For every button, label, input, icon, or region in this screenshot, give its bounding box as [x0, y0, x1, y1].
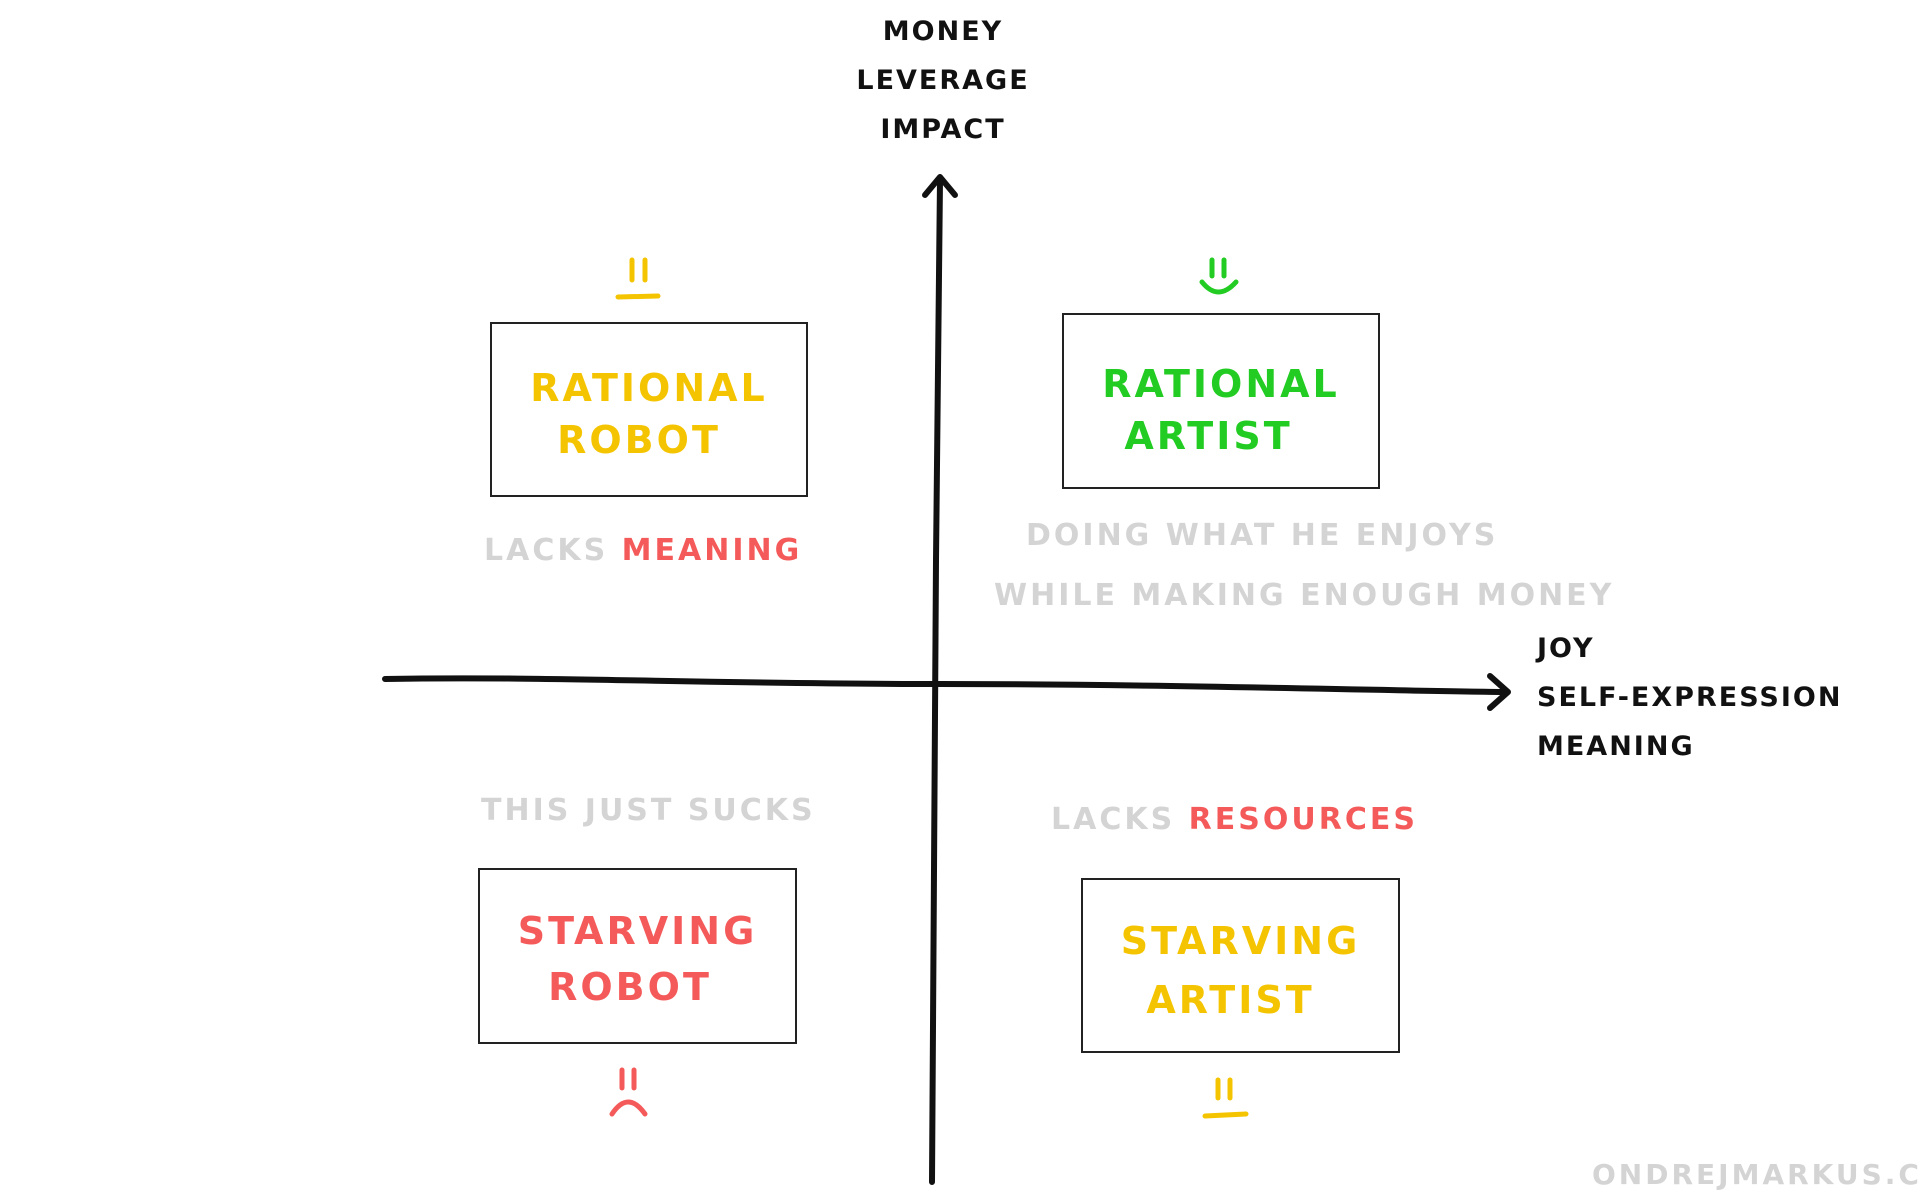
- box-title: RATIONAL: [1102, 362, 1340, 406]
- label-line: SELF-EXPRESSION: [1537, 682, 1843, 713]
- x-axis-label: JOY SELF-EXPRESSION MEANING: [1537, 635, 1842, 760]
- label-line: LEVERAGE: [856, 65, 1030, 96]
- note-doing-what-he-enjoys: DOING WHAT HE ENJOYS: [1026, 518, 1499, 553]
- sad-face-icon: [609, 1067, 648, 1117]
- note-while-making-enough-money: WHILE MAKING ENOUGH MONEY: [994, 578, 1615, 613]
- x-axis: [382, 675, 1508, 695]
- x-axis-arrowhead: [1487, 673, 1511, 711]
- note-gray: LACKS: [1051, 802, 1176, 837]
- note-gray: LACKS: [484, 533, 609, 568]
- box-title: STARVING: [517, 909, 758, 953]
- note-red: RESOURCES: [1188, 802, 1418, 837]
- note-red: MEANING: [621, 533, 803, 568]
- box-title: ROBOT: [548, 965, 712, 1009]
- label-line: MEANING: [1537, 731, 1695, 762]
- quadrant-box-rational-artist: RATIONAL ARTIST: [1062, 313, 1380, 489]
- box-title: STARVING: [1120, 919, 1361, 963]
- quadrant-box-rational-robot: RATIONAL ROBOT: [490, 322, 808, 497]
- quadrant-box-starving-robot: STARVING ROBOT: [478, 868, 797, 1044]
- happy-face-icon: [1199, 257, 1239, 295]
- y-axis-arrowhead: [922, 174, 958, 198]
- watermark: ONDREJMARKUS.COM: [1592, 1158, 1920, 1191]
- label-line: IMPACT: [880, 114, 1006, 145]
- note-lacks-meaning: LACKS MEANING: [484, 533, 802, 568]
- neutral-face-icon: [615, 257, 661, 300]
- label-line: JOY: [1537, 633, 1595, 664]
- box-title: ROBOT: [557, 418, 721, 462]
- quadrant-box-starving-artist: STARVING ARTIST: [1081, 878, 1400, 1053]
- box-title: RATIONAL: [530, 366, 768, 410]
- box-title: ARTIST: [1146, 978, 1315, 1022]
- note-lacks-resources: LACKS RESOURCES: [1051, 802, 1418, 837]
- y-axis: [929, 177, 943, 1185]
- note-this-just-sucks: THIS JUST SUCKS: [481, 793, 816, 828]
- neutral-face-icon: [1202, 1077, 1249, 1119]
- box-title: ARTIST: [1124, 414, 1293, 458]
- y-axis-label: MONEY LEVERAGE IMPACT: [843, 18, 1043, 143]
- label-line: MONEY: [882, 16, 1004, 47]
